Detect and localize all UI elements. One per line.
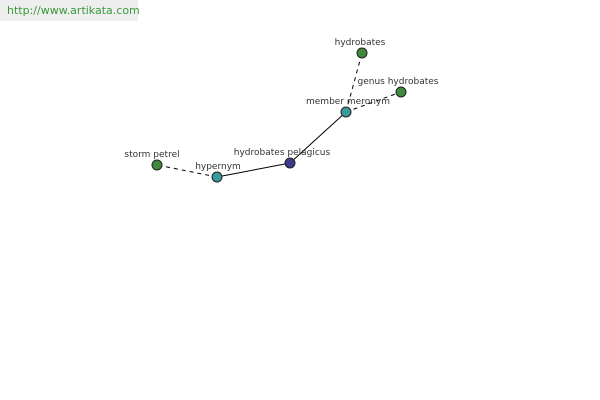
label-hypernym: hypernym xyxy=(195,162,241,172)
node-hydrobates[interactable] xyxy=(356,47,368,59)
label-member-meronym: member meronym xyxy=(306,97,390,107)
node-center[interactable] xyxy=(284,157,296,169)
label-center: hydrobates pelagicus xyxy=(234,148,331,158)
label-genus-hydrobates: genus hydrobates xyxy=(358,77,439,87)
edge-hypernym-storm-petrel xyxy=(156,164,218,178)
edge-meronym-hydrobates xyxy=(345,52,363,113)
edge-center-hypernym xyxy=(216,162,291,178)
label-hydrobates: hydrobates xyxy=(335,38,386,48)
watermark-url[interactable]: http://www.artikata.com xyxy=(7,4,140,17)
node-storm-petrel[interactable] xyxy=(151,159,163,171)
watermark-banner: http://www.artikata.com xyxy=(0,0,140,21)
node-hypernym[interactable] xyxy=(211,171,223,183)
edge-center-member-meronym xyxy=(289,111,347,164)
label-storm-petrel: storm petrel xyxy=(124,150,179,160)
node-member-meronym[interactable] xyxy=(340,106,352,118)
node-genus-hydrobates[interactable] xyxy=(395,86,407,98)
edge-meronym-genus-hydrobates xyxy=(345,91,402,113)
